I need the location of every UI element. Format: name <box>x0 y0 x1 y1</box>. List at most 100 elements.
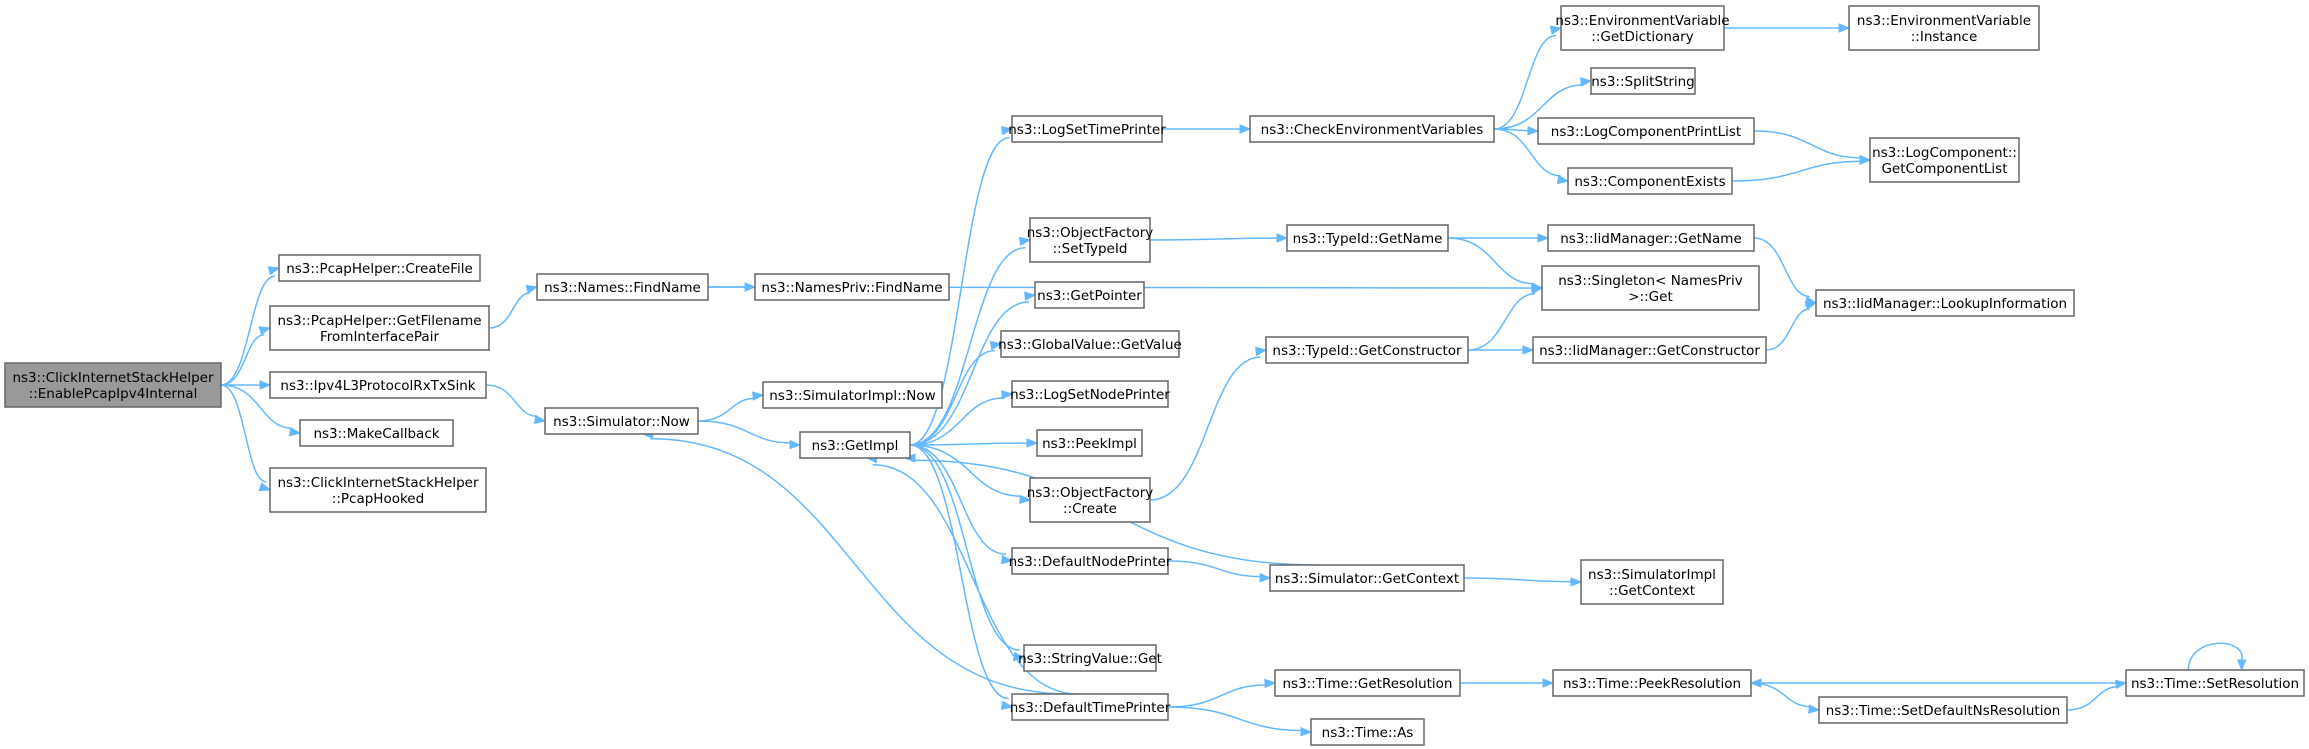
node-typeid-getname[interactable]: ns3::TypeId::GetName <box>1286 224 1449 252</box>
arrowhead <box>1570 577 1583 587</box>
node-peekimpl[interactable]: ns3::PeekImpl <box>1036 429 1143 457</box>
edge-typeid_getname-to-iid_getname <box>1447 233 1550 243</box>
node-box <box>1249 115 1495 143</box>
node-checkenv[interactable]: ns3::CheckEnvironmentVariables <box>1249 115 1495 143</box>
node-label: ns3::IidManager::GetConstructor <box>1539 343 1760 359</box>
node-time-setdefns[interactable]: ns3::Time::SetDefaultNsResolution <box>1818 696 2068 724</box>
edge-getimpl-to-getpointer <box>909 291 1037 446</box>
edge-line <box>2187 642 2243 671</box>
node-time-getres[interactable]: ns3::Time::GetResolution <box>1274 669 1461 697</box>
node-label: ns3::TypeId::GetConstructor <box>1272 343 1462 359</box>
node-deftimeprinter[interactable]: ns3::DefaultTimePrinter <box>1010 693 1171 721</box>
arrowhead <box>1024 291 1037 301</box>
node-envvar-instance[interactable]: ns3::EnvironmentVariable::Instance <box>1848 5 2040 51</box>
node-sim-now[interactable]: ns3::Simulator::Now <box>544 407 699 435</box>
node-namespriv-find[interactable]: ns3::NamesPriv::FindName <box>754 273 950 301</box>
edge-getimpl-to-logsetnode <box>909 390 1014 446</box>
node-objfact-create[interactable]: ns3::ObjectFactory::Create <box>1027 477 1154 523</box>
edge-typeid_getctor-to-singleton <box>1467 284 1544 351</box>
node-label: ns3::DefaultNodePrinter <box>1009 554 1172 570</box>
node-box <box>1011 547 1169 575</box>
node-label: ns3::NamesPriv::FindName <box>761 280 942 296</box>
arrowhead <box>752 391 765 401</box>
arrowhead <box>259 380 272 390</box>
node-label: ns3::GlobalValue::GetValue <box>998 337 1182 353</box>
node-logsetnode[interactable]: ns3::LogSetNodePrinter <box>1010 380 1170 408</box>
node-iid-getname[interactable]: ns3::IidManager::GetName <box>1547 224 1755 252</box>
node-logcompprint[interactable]: ns3::LogComponentPrintList <box>1537 117 1755 145</box>
arrowhead <box>789 439 802 450</box>
node-names-find[interactable]: ns3::Names::FindName <box>536 273 709 301</box>
node-box <box>1560 5 1725 51</box>
edge-line <box>650 437 1069 695</box>
node-pcaphooked[interactable]: ns3::ClickInternetStackHelper::PcapHooke… <box>269 467 487 513</box>
node-label: ns3::GetPointer <box>1037 288 1142 304</box>
node-simimpl-getctx[interactable]: ns3::SimulatorImpl::GetContext <box>1580 559 1724 605</box>
edge-root-to-pcap_create <box>220 266 281 386</box>
node-getimpl[interactable]: ns3::GetImpl <box>799 431 911 459</box>
edge-iid_getctor-to-iid_lookup <box>1765 300 1818 351</box>
node-box <box>1011 115 1163 143</box>
edge-line <box>1167 560 1262 578</box>
arrowhead <box>1300 727 1313 737</box>
node-simimpl-now[interactable]: ns3::SimulatorImpl::Now <box>762 381 943 409</box>
node-box <box>1818 696 2068 724</box>
node-sim-getcontext[interactable]: ns3::Simulator::GetContext <box>1269 564 1465 592</box>
node-defnodeprinter[interactable]: ns3::DefaultNodePrinter <box>1009 547 1172 575</box>
node-logsettime[interactable]: ns3::LogSetTimePrinter <box>1008 115 1166 143</box>
edge-pcap_getfn-to-names_find <box>488 284 539 329</box>
edge-defnodeprinter-to-sim_getcontext <box>1167 560 1272 583</box>
edge-logcompprint-to-logcomp_getlist <box>1753 130 1872 165</box>
node-label: ns3::DefaultTimePrinter <box>1010 700 1171 716</box>
node-label: ns3::ClickInternetStackHelper <box>12 370 214 386</box>
node-envvar-getdict[interactable]: ns3::EnvironmentVariable::GetDictionary <box>1555 5 1730 51</box>
node-logcomp-getlist[interactable]: ns3::LogComponent::GetComponentList <box>1869 137 2020 183</box>
node-label: ::SetTypeId <box>1053 241 1128 257</box>
node-pcap-getfn[interactable]: ns3::PcapHelper::GetFilenameFromInterfac… <box>269 305 490 351</box>
edge-deftimeprinter-to-time_getres <box>1167 678 1277 708</box>
node-box <box>299 419 454 447</box>
arrowhead <box>1549 25 1563 35</box>
edge-getimpl-to-stringvalue <box>909 444 1026 662</box>
node-compexists[interactable]: ns3::ComponentExists <box>1567 167 1733 195</box>
node-time-setres[interactable]: ns3::Time::SetResolution <box>2125 669 2305 697</box>
nodes-layer: ns3::ClickInternetStackHelper::EnablePca… <box>4 5 2305 746</box>
edge-line <box>485 384 538 418</box>
node-box <box>2125 669 2305 697</box>
node-pcap-create[interactable]: ns3::PcapHelper::CreateFile <box>278 254 481 282</box>
node-time-peekres[interactable]: ns3::Time::PeekResolution <box>1552 669 1752 697</box>
edge-objfact_settype-to-typeid_getname <box>1149 233 1289 243</box>
node-root[interactable]: ns3::ClickInternetStackHelper::EnablePca… <box>4 362 222 408</box>
node-iid-lookup[interactable]: ns3::IidManager::LookupInformation <box>1815 289 2075 317</box>
node-iid-getctor[interactable]: ns3::IidManager::GetConstructor <box>1532 336 1767 364</box>
node-globalvalue[interactable]: ns3::GlobalValue::GetValue <box>998 330 1182 358</box>
node-box <box>1011 693 1169 721</box>
edge-line <box>1493 34 1557 130</box>
node-typeid-getctor[interactable]: ns3::TypeId::GetConstructor <box>1265 336 1469 364</box>
node-box <box>1011 380 1169 408</box>
arrowhead <box>1804 300 1818 311</box>
node-makecb[interactable]: ns3::MakeCallback <box>299 419 454 447</box>
edge-line <box>1753 237 1810 298</box>
node-label: GetComponentList <box>1881 161 2007 177</box>
node-time-as[interactable]: ns3::Time::As <box>1310 718 1425 746</box>
node-ipv4sink[interactable]: ns3::Ipv4L3ProtocolRxTxSink <box>269 371 487 399</box>
node-objfact-settype[interactable]: ns3::ObjectFactory::SetTypeId <box>1027 217 1154 263</box>
node-label: >::Get <box>1628 289 1672 305</box>
node-box <box>1034 281 1145 309</box>
node-stringvalue[interactable]: ns3::StringValue::Get <box>1018 644 1162 672</box>
arrowhead <box>533 414 547 425</box>
node-label: ns3::LogSetTimePrinter <box>1008 122 1166 138</box>
edge-line <box>1167 684 1267 708</box>
edge-line <box>1765 308 1810 351</box>
node-box <box>544 407 699 435</box>
node-singleton[interactable]: ns3::Singleton< NamesPriv>::Get <box>1541 265 1760 311</box>
node-splitstring[interactable]: ns3::SplitString <box>1590 67 1696 95</box>
node-label: ns3::IidManager::LookupInformation <box>1823 296 2067 312</box>
edge-line <box>1493 128 1561 177</box>
edge-line <box>220 275 276 386</box>
node-getpointer[interactable]: ns3::GetPointer <box>1034 281 1145 309</box>
node-box <box>1532 336 1767 364</box>
node-box <box>1000 330 1180 358</box>
edge-line <box>220 334 265 386</box>
